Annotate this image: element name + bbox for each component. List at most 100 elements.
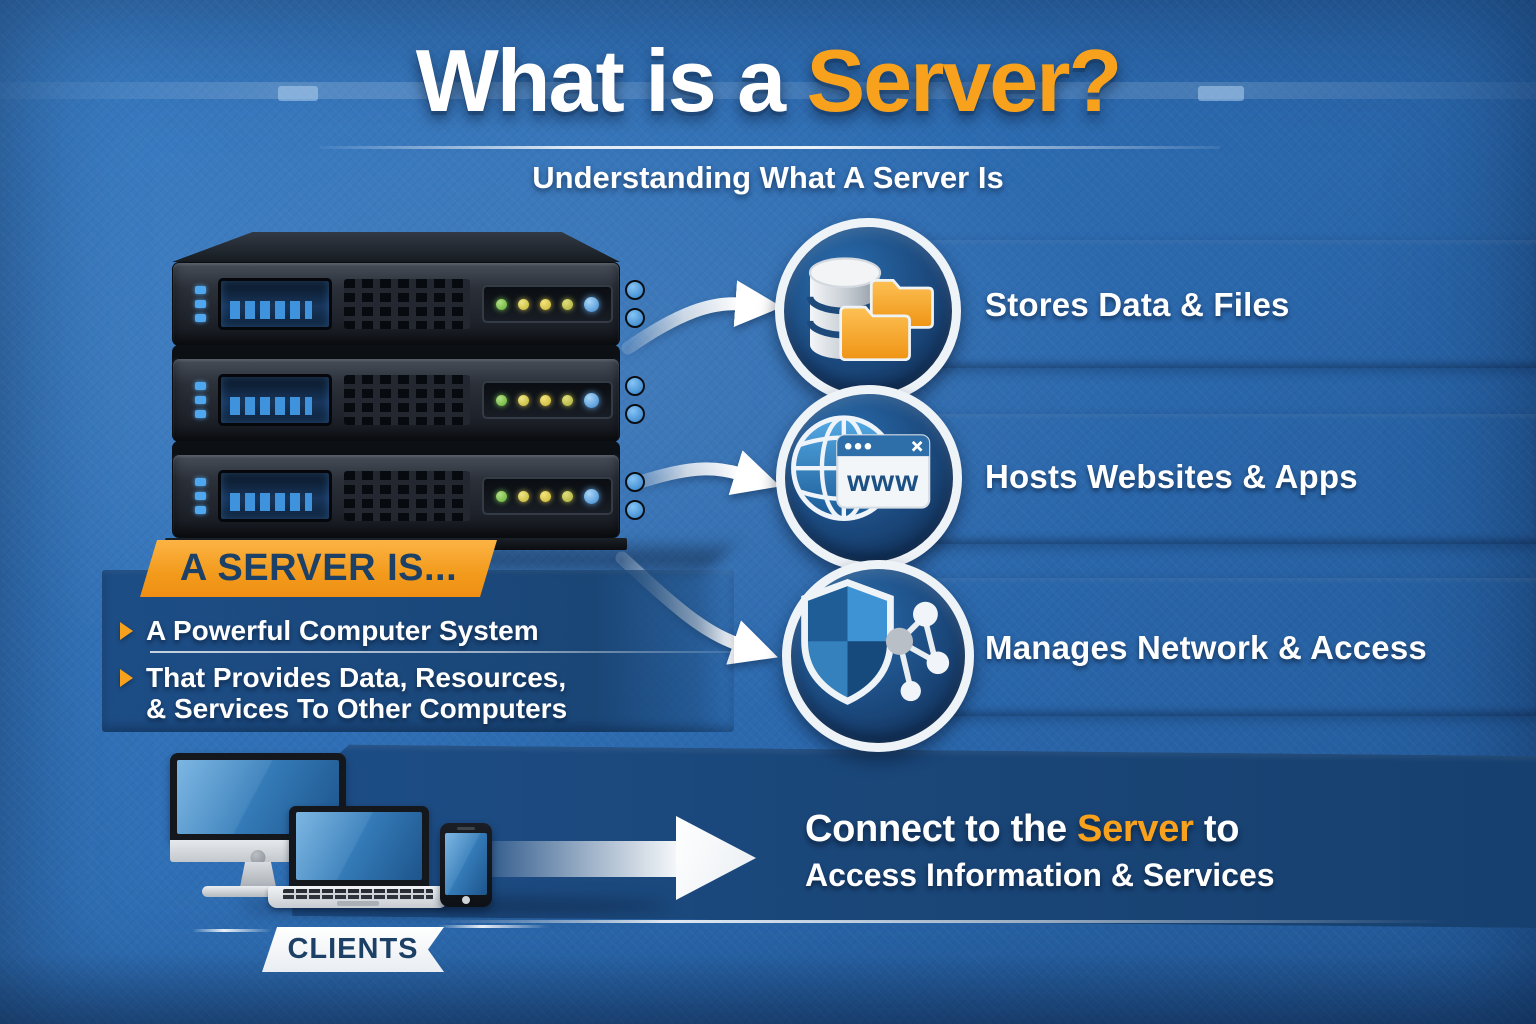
- smartphone-icon: [440, 823, 492, 907]
- led-indicator: [195, 300, 206, 308]
- clients-speed-line-left: [192, 929, 272, 932]
- server-display: [218, 374, 332, 426]
- monitor-logo-dot: [250, 850, 266, 865]
- shield-network-icon: [782, 560, 974, 752]
- server-units: [172, 262, 645, 538]
- server-buttons: [625, 376, 645, 424]
- folders-icon: [839, 278, 934, 362]
- connect-line1-post: to: [1193, 808, 1240, 850]
- connect-text-block: Connect to the Server to Access Informat…: [805, 808, 1275, 894]
- laptop-screen: [296, 812, 422, 880]
- bottom-vignette: [0, 954, 1536, 1024]
- network-icon: [885, 601, 950, 702]
- title-dash-left: [278, 86, 318, 101]
- server-display-bars: [230, 397, 312, 415]
- bullet-triangle-icon: [120, 622, 133, 640]
- globe-browser-icon: www: [776, 385, 962, 571]
- status-led: [584, 392, 599, 408]
- server-vent-grid: [344, 279, 470, 329]
- server-status-leds: [482, 285, 613, 323]
- bullet-triangle-icon: [120, 669, 133, 687]
- desktop-monitor-icon: [170, 753, 346, 897]
- status-led: [540, 298, 551, 310]
- round-button: [625, 404, 645, 424]
- connect-line1-accent: Server: [1077, 808, 1194, 850]
- bottom-band-underline: [440, 920, 1450, 923]
- status-led: [518, 298, 529, 310]
- clients-label: CLIENTS: [287, 933, 419, 965]
- status-led: [562, 298, 573, 310]
- phone-home-button: [462, 896, 470, 904]
- server-display-bars: [230, 301, 312, 319]
- phone-screen: [445, 833, 487, 895]
- led-indicator: [195, 396, 206, 404]
- bullet-divider-line: [150, 651, 790, 653]
- title-text: What is a: [415, 31, 807, 130]
- clients-banner: CLIENTS: [262, 927, 444, 972]
- led-indicator: [195, 506, 206, 514]
- server-side-leds: [195, 286, 206, 322]
- led-indicator: [195, 314, 206, 322]
- led-indicator: [195, 492, 206, 500]
- feature-label-hosts-websites: Hosts Websites & Apps: [985, 458, 1358, 495]
- definition-banner: A SERVER IS...: [140, 540, 497, 597]
- server-stack-illustration: [165, 232, 645, 550]
- definition-bullet-2: That Provides Data, Resources,& Services…: [120, 662, 567, 724]
- laptop-keyboard: [283, 889, 433, 900]
- bullet-1-line-1: A Powerful Computer System: [146, 615, 539, 646]
- server-side-leds: [195, 478, 206, 514]
- round-button: [625, 376, 645, 396]
- led-indicator: [195, 382, 206, 390]
- phone-speaker: [457, 827, 475, 830]
- round-button: [625, 500, 645, 520]
- connect-arrow-body: [468, 841, 678, 877]
- server-status-leds: [482, 477, 613, 515]
- server-display-bars: [230, 493, 312, 511]
- server-buttons: [625, 280, 645, 328]
- server-buttons: [625, 472, 645, 520]
- title-dash-right: [1198, 86, 1244, 101]
- close-icon: [911, 440, 923, 452]
- page-title: What is a Server?: [0, 30, 1536, 132]
- light-streak: [0, 82, 1536, 99]
- server-status-leds: [482, 381, 613, 419]
- status-led: [540, 490, 551, 502]
- status-led: [584, 488, 599, 504]
- connect-line1-pre: Connect to the: [805, 808, 1078, 850]
- server-side-leds: [195, 382, 206, 418]
- laptop-icon: [268, 806, 448, 908]
- status-led: [540, 394, 551, 406]
- browser-www-text: www: [846, 465, 919, 498]
- title-accent-text: Server?: [806, 31, 1122, 130]
- server-unit: [172, 358, 645, 442]
- database-folders-icon: [775, 218, 961, 404]
- subtitle: Understanding What A Server Is: [532, 160, 1004, 195]
- status-led: [562, 394, 573, 406]
- feature-label-stores-data: Stores Data & Files: [985, 286, 1290, 323]
- server-stack-top-face: [172, 232, 620, 262]
- laptop-trackpad: [337, 901, 379, 906]
- led-indicator: [195, 478, 206, 486]
- definition-bullet-1: A Powerful Computer System: [120, 615, 539, 646]
- clients-speed-line-right: [438, 925, 548, 928]
- round-button: [625, 472, 645, 492]
- led-indicator: [195, 286, 206, 294]
- shield-icon: [801, 578, 894, 705]
- browser-window-icon: www: [836, 434, 931, 509]
- server-unit: [172, 454, 645, 538]
- status-led: [496, 490, 507, 502]
- connect-line-1: Connect to the Server to: [805, 808, 1275, 851]
- connect-line-2: Access Information & Services: [805, 857, 1275, 893]
- bullet-2-line-1: That Provides Data, Resources,: [146, 662, 567, 693]
- arrow-to-storage: [621, 280, 783, 355]
- status-led: [518, 394, 529, 406]
- server-vent-grid: [344, 471, 470, 521]
- status-led: [496, 394, 507, 406]
- title-divider: [320, 146, 1220, 149]
- round-button: [625, 308, 645, 328]
- monitor-stand-base: [202, 886, 314, 897]
- status-led: [518, 490, 529, 502]
- definition-banner-text: A SERVER IS...: [179, 547, 458, 589]
- led-indicator: [195, 410, 206, 418]
- monitor-stand-neck: [240, 862, 276, 887]
